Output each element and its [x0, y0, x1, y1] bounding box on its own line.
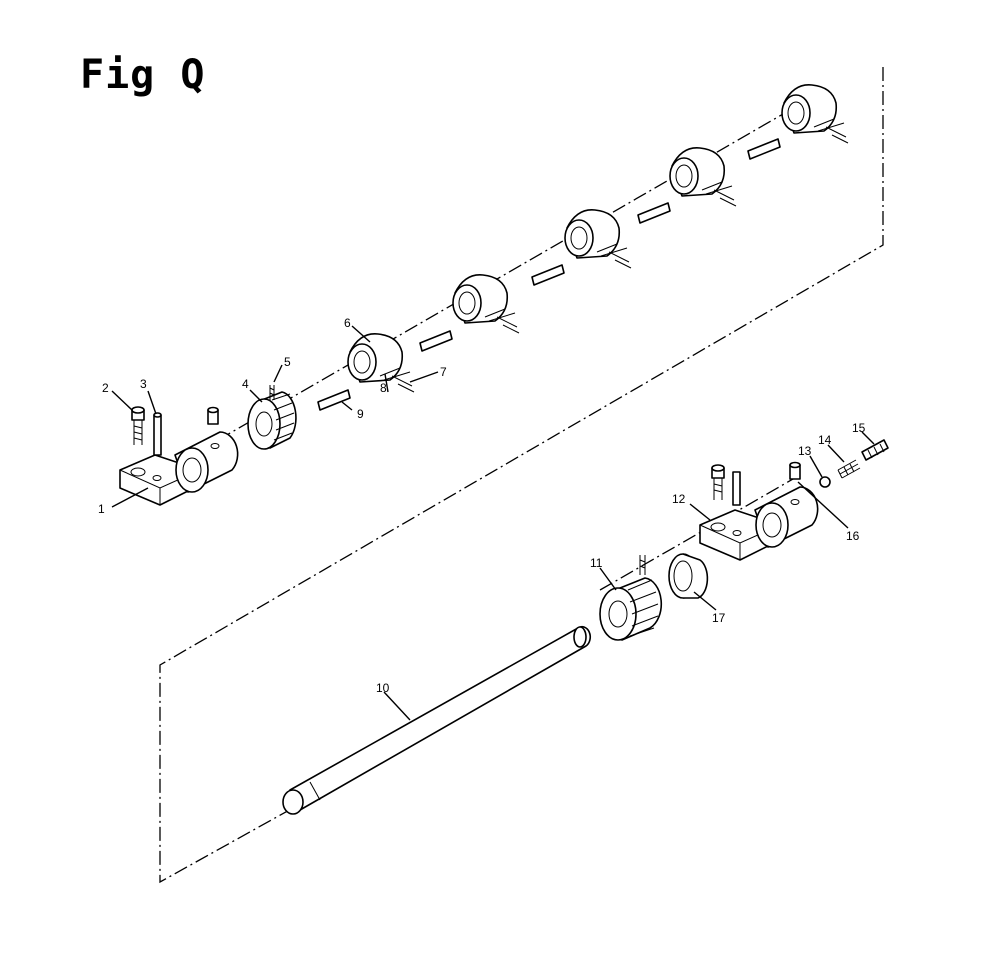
callout-14: 14 [818, 433, 832, 447]
callout-11: 11 [590, 556, 603, 570]
leader-lines [111, 325, 875, 721]
center-lines [159, 67, 884, 884]
key-blocks [317, 138, 781, 411]
spring [837, 459, 861, 479]
figure-title: Fig Q [80, 52, 206, 98]
callout-9: 9 [357, 407, 364, 421]
cam-collar-6 [347, 333, 415, 393]
cam-collar-3 [564, 209, 632, 269]
shaft [282, 625, 591, 815]
callout-3: 3 [140, 377, 147, 391]
cam-collars [347, 84, 849, 393]
bolt-screw [131, 406, 145, 445]
bracket-right [699, 461, 819, 561]
callout-7: 7 [440, 365, 447, 379]
callout-16: 16 [846, 529, 860, 543]
knurled-roller-left [247, 385, 297, 450]
callout-13: 13 [798, 444, 812, 458]
callout-5: 5 [284, 355, 291, 369]
callout-1: 1 [98, 502, 105, 516]
callout-2: 2 [102, 381, 109, 395]
ring-bushing [668, 553, 709, 599]
dowel-pin [153, 412, 162, 456]
callout-15: 15 [852, 421, 866, 435]
callout-17: 17 [712, 611, 726, 625]
set-pin-left [207, 406, 219, 425]
set-screw [861, 439, 889, 461]
callout-labels: 1 2 3 4 5 6 7 8 9 10 11 12 13 14 15 16 1… [98, 316, 866, 695]
callout-4: 4 [242, 377, 249, 391]
knurled-roller-right [599, 555, 663, 641]
callout-8: 8 [380, 381, 387, 395]
callout-10: 10 [376, 681, 390, 695]
cam-collar-4 [669, 147, 737, 207]
callout-6: 6 [344, 316, 351, 330]
cam-collar-5 [781, 84, 849, 144]
callout-12: 12 [672, 492, 686, 506]
cam-collar-2 [452, 274, 520, 334]
detent-ball [819, 476, 831, 488]
